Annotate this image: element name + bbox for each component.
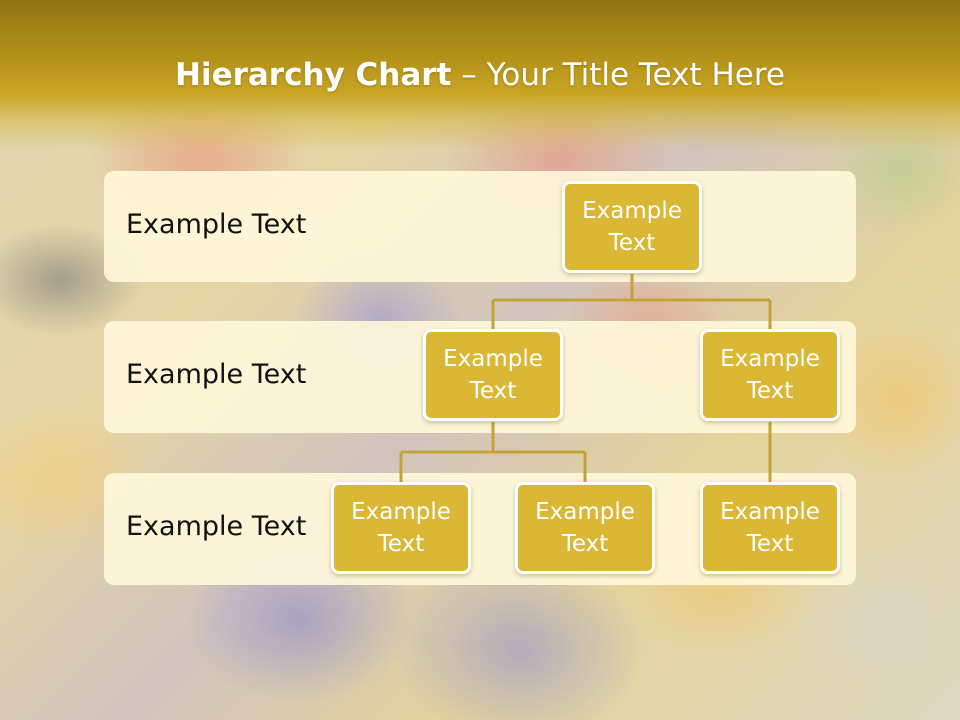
node-level2-left[interactable]: Example Text bbox=[423, 329, 563, 421]
level-band-1: Example Text bbox=[104, 171, 856, 282]
node-level3-middle[interactable]: Example Text bbox=[515, 482, 655, 574]
node-level3-right[interactable]: Example Text bbox=[700, 482, 840, 574]
band-label-3: Example Text bbox=[126, 511, 307, 542]
band-label-2: Example Text bbox=[126, 359, 307, 390]
node-root[interactable]: Example Text bbox=[562, 181, 702, 273]
node-level2-right-label: Example Text bbox=[720, 346, 820, 404]
title-bold: Hierarchy Chart bbox=[175, 57, 452, 93]
title-rest: – Your Title Text Here bbox=[451, 57, 785, 93]
slide-title: Hierarchy Chart – Your Title Text Here bbox=[0, 52, 960, 98]
band-label-1: Example Text bbox=[126, 209, 307, 240]
title-bar bbox=[0, 0, 960, 150]
node-level2-right[interactable]: Example Text bbox=[700, 329, 840, 421]
node-level3-left-label: Example Text bbox=[351, 499, 451, 557]
node-level3-left[interactable]: Example Text bbox=[331, 482, 471, 574]
node-level2-left-label: Example Text bbox=[443, 346, 543, 404]
node-level3-right-label: Example Text bbox=[720, 499, 820, 557]
node-root-label: Example Text bbox=[582, 198, 682, 256]
node-level3-middle-label: Example Text bbox=[535, 499, 635, 557]
